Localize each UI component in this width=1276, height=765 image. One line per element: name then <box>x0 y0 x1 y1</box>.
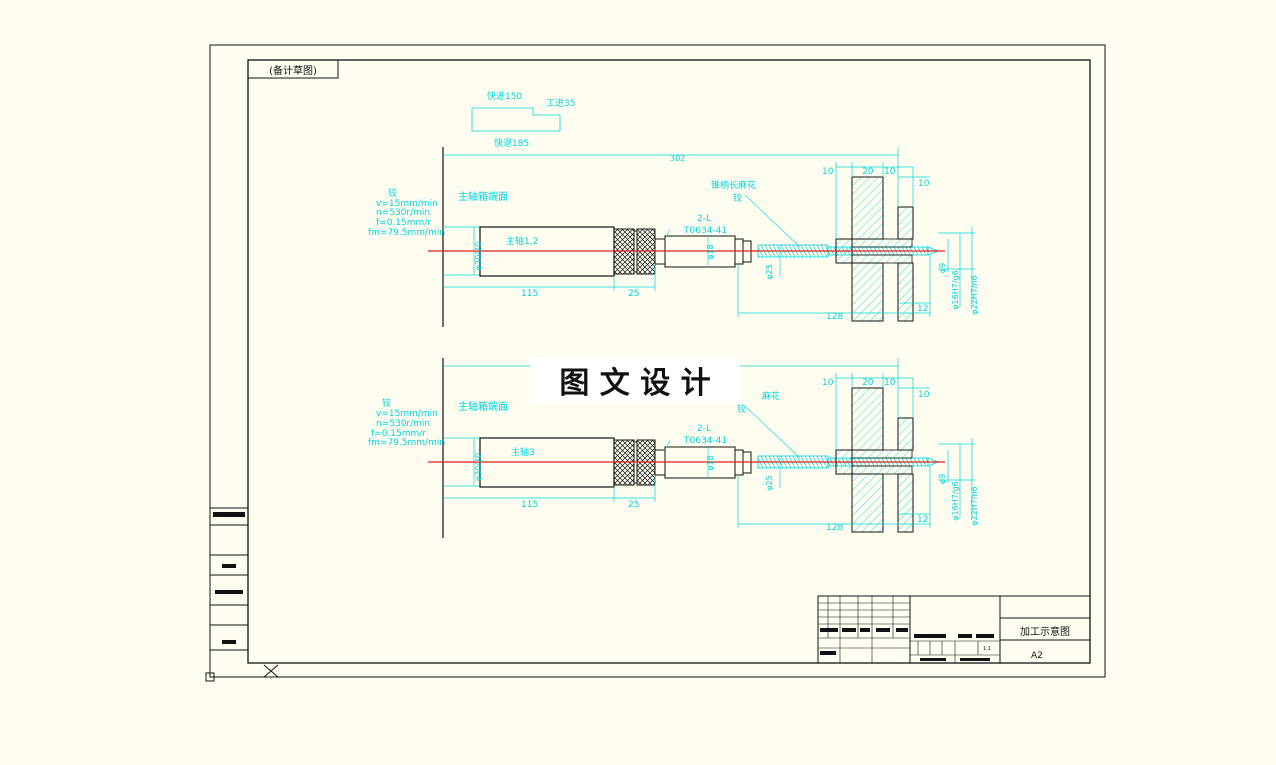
tool-label: 铰 <box>388 187 397 199</box>
dim-25: 25 <box>628 500 639 510</box>
overall-dim: 302 <box>670 154 685 163</box>
callout-2: 铰 <box>737 403 746 415</box>
dim-25: 25 <box>628 289 639 299</box>
speed-v: v=15mm/min <box>376 199 438 209</box>
watermark: 图 文 设 计 <box>530 358 740 404</box>
dim-d4: 10 <box>918 390 930 400</box>
fit-2: φ22H7/n6 <box>970 486 979 525</box>
tool-label: 铰 <box>382 397 391 409</box>
title-block: 1:1 加工示意图 A2 <box>817 595 1091 664</box>
dim-128: 128 <box>826 312 843 322</box>
dim-d2: 20 <box>862 167 874 177</box>
dim-d3: 10 <box>884 167 896 177</box>
station-2-labels: 铰 v=15mm/min n=530r/min f=0.15mm/r fm=79… <box>368 378 979 533</box>
feed-f: f=0.15mm/r <box>371 429 426 439</box>
work-in-label: 工进35 <box>546 98 575 109</box>
fast-out-label: 快退185 <box>494 137 529 149</box>
tag-box <box>247 59 339 79</box>
station-1-labels: 铰 v=15mm/min n=530r/min f=0.15mm/r fm=79… <box>368 167 979 322</box>
inner-frame <box>247 59 1091 664</box>
watermark-text: 图 文 设 计 <box>559 366 710 401</box>
phi-end: φ9 <box>938 474 947 484</box>
feed-fm: fm=79.5mm/min <box>368 438 445 448</box>
spindle-label: 主轴3 <box>511 446 535 458</box>
callout-1: 锥柄长麻花 <box>711 179 756 191</box>
phi-small-label: φ18 <box>706 244 715 259</box>
phi-d-label: φ30/20 <box>474 242 483 270</box>
sheet-size: A2 <box>1031 651 1043 661</box>
tag-text: (备计草图) <box>269 64 317 77</box>
dim-12: 12 <box>917 304 928 314</box>
callout-2: 铰 <box>733 192 742 204</box>
dim-d2: 20 <box>862 378 874 388</box>
dim-12: 12 <box>917 515 928 525</box>
fit-1: φ16H7/g6 <box>951 270 960 309</box>
feed-f: f=0.15mm/r <box>376 218 431 228</box>
feed-fm: fm=79.5mm/min <box>368 228 445 238</box>
callout-1: 麻花 <box>762 390 780 402</box>
adapter-label: 2-L <box>697 214 711 224</box>
dim-d1: 10 <box>822 378 834 388</box>
drawing-name: 加工示意图 <box>1020 625 1070 638</box>
spindle-face-label: 主轴箱端面 <box>458 400 508 413</box>
dim-d3: 10 <box>884 378 896 388</box>
code-label: T0634-41 <box>683 226 727 236</box>
cycle-diagram: 快进150 工进35 快退185 <box>471 90 575 149</box>
left-margin-block <box>205 507 279 682</box>
fit-2: φ22H7/n6 <box>970 275 979 314</box>
phi-d-label: φ30/20 <box>474 453 483 481</box>
phi-end: φ9 <box>938 263 947 273</box>
dim-115: 115 <box>521 500 538 510</box>
speed-v: v=15mm/min <box>376 409 438 419</box>
outer-frame <box>209 44 1106 678</box>
dim-115: 115 <box>521 289 538 299</box>
adapter-label: 2-L <box>697 424 711 434</box>
spindle-face-label: 主轴箱端面 <box>458 190 508 203</box>
dim-d1: 10 <box>822 167 834 177</box>
label-left: φ25 <box>765 264 774 279</box>
dim-128: 128 <box>826 523 843 533</box>
spindle-label: 主轴1,2 <box>506 235 538 247</box>
label-left: φ25 <box>765 475 774 490</box>
fast-in-label: 快进150 <box>487 90 522 102</box>
code-label: T0634-41 <box>683 436 727 446</box>
phi-small-label: φ18 <box>706 455 715 470</box>
dim-d4: 10 <box>918 179 930 189</box>
speed-n: n=530r/min <box>376 419 430 429</box>
scale-text: 1:1 <box>983 646 991 652</box>
fit-1: φ16H7/g6 <box>951 481 960 520</box>
speed-n: n=530r/min <box>376 208 430 218</box>
